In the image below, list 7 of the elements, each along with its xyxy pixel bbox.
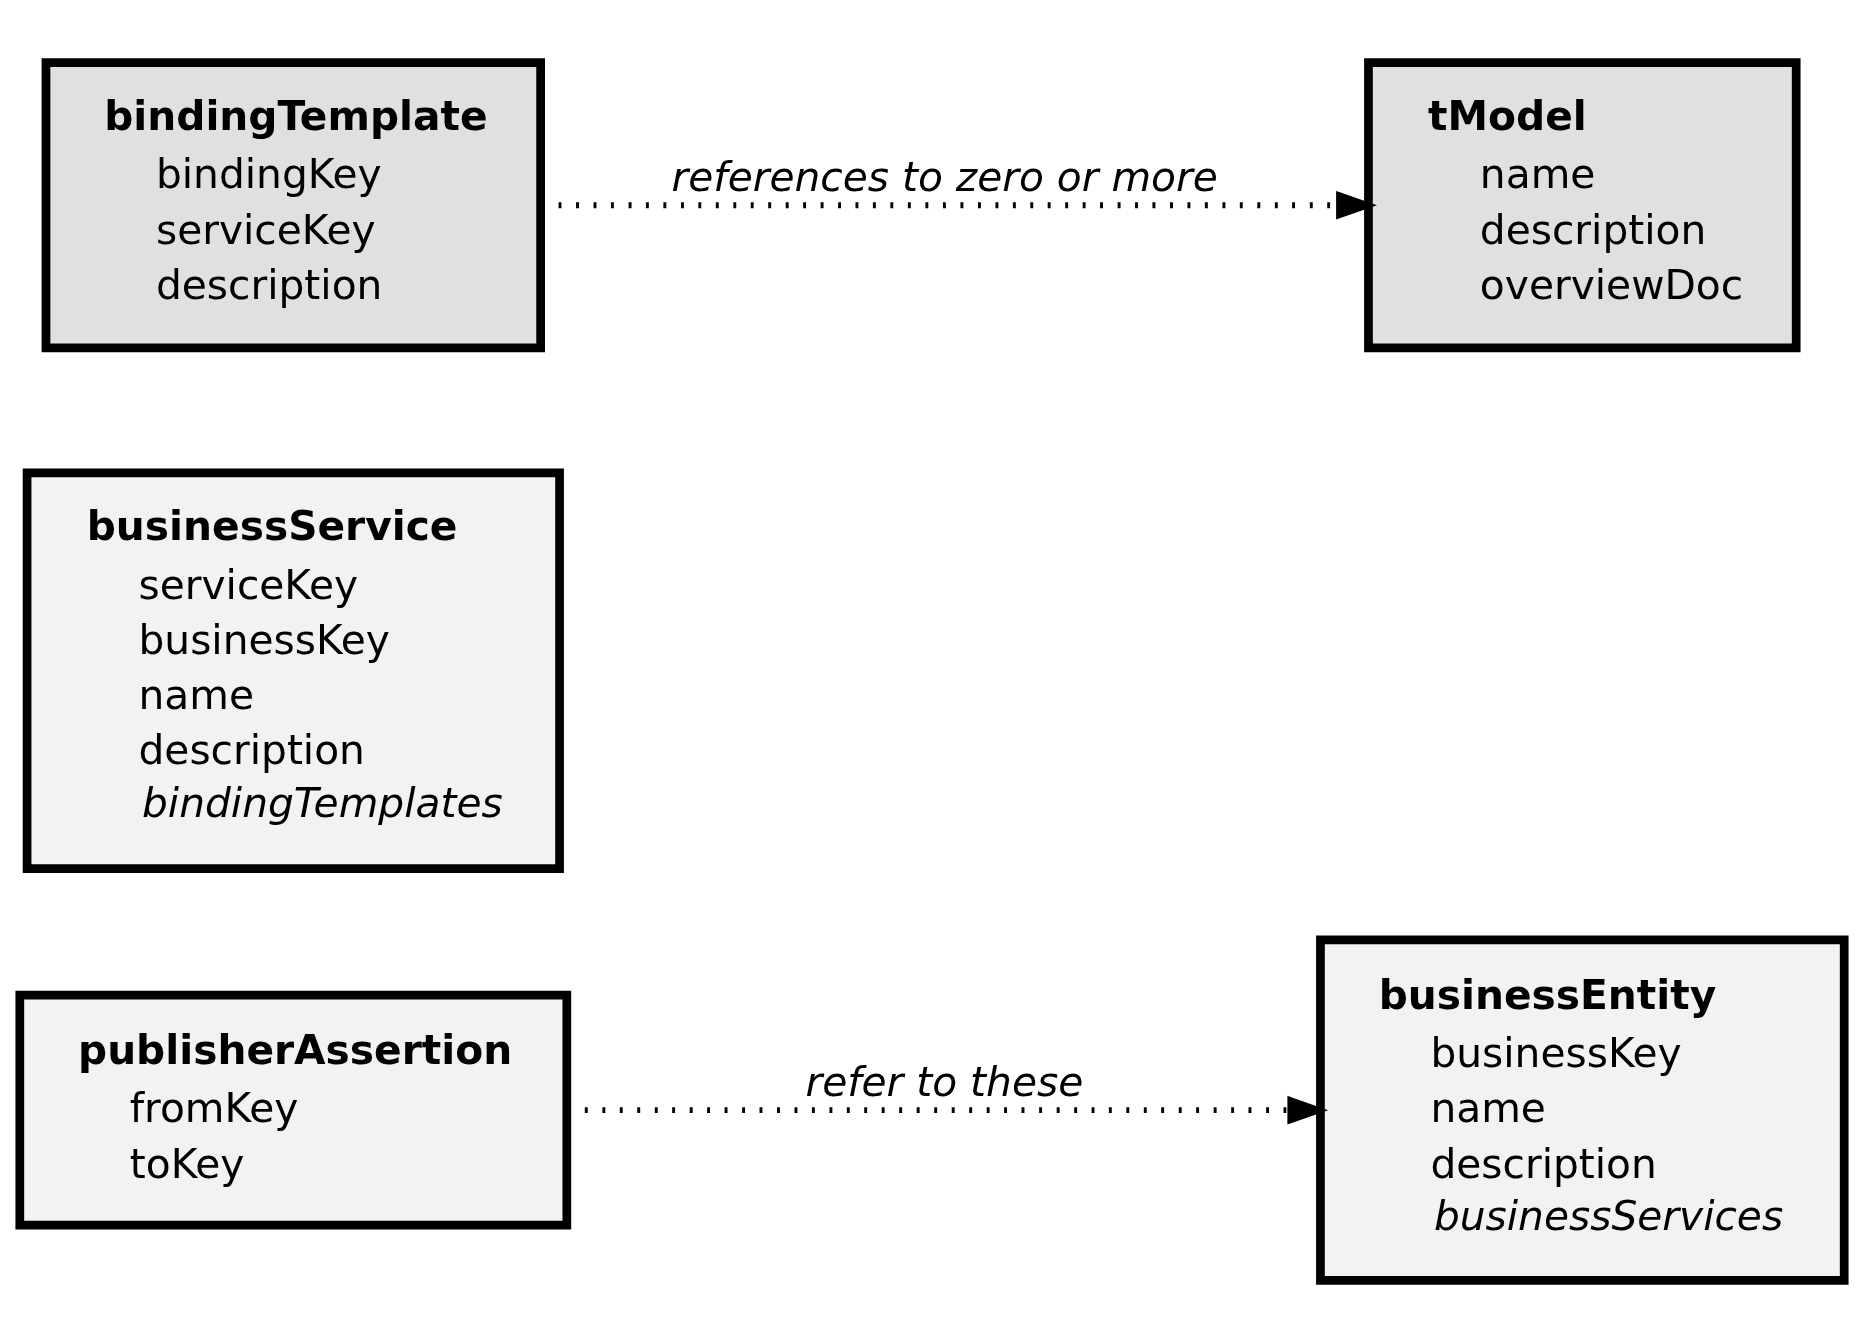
edge-label: references to zero or more [671, 153, 1218, 202]
edge-label: refer to these [805, 1058, 1084, 1107]
node-box: bindingTemplate bindingKey serviceKey description [41, 58, 545, 353]
node-box: tModel name description overviewDoc [1364, 58, 1801, 353]
node-box: businessService serviceKey businessKey name description bindingTemplates [22, 468, 564, 873]
node-box: businessEntity businessKey name description businessServices [1316, 935, 1849, 1285]
node-box: publisherAssertion fromKey toKey [15, 990, 572, 1230]
